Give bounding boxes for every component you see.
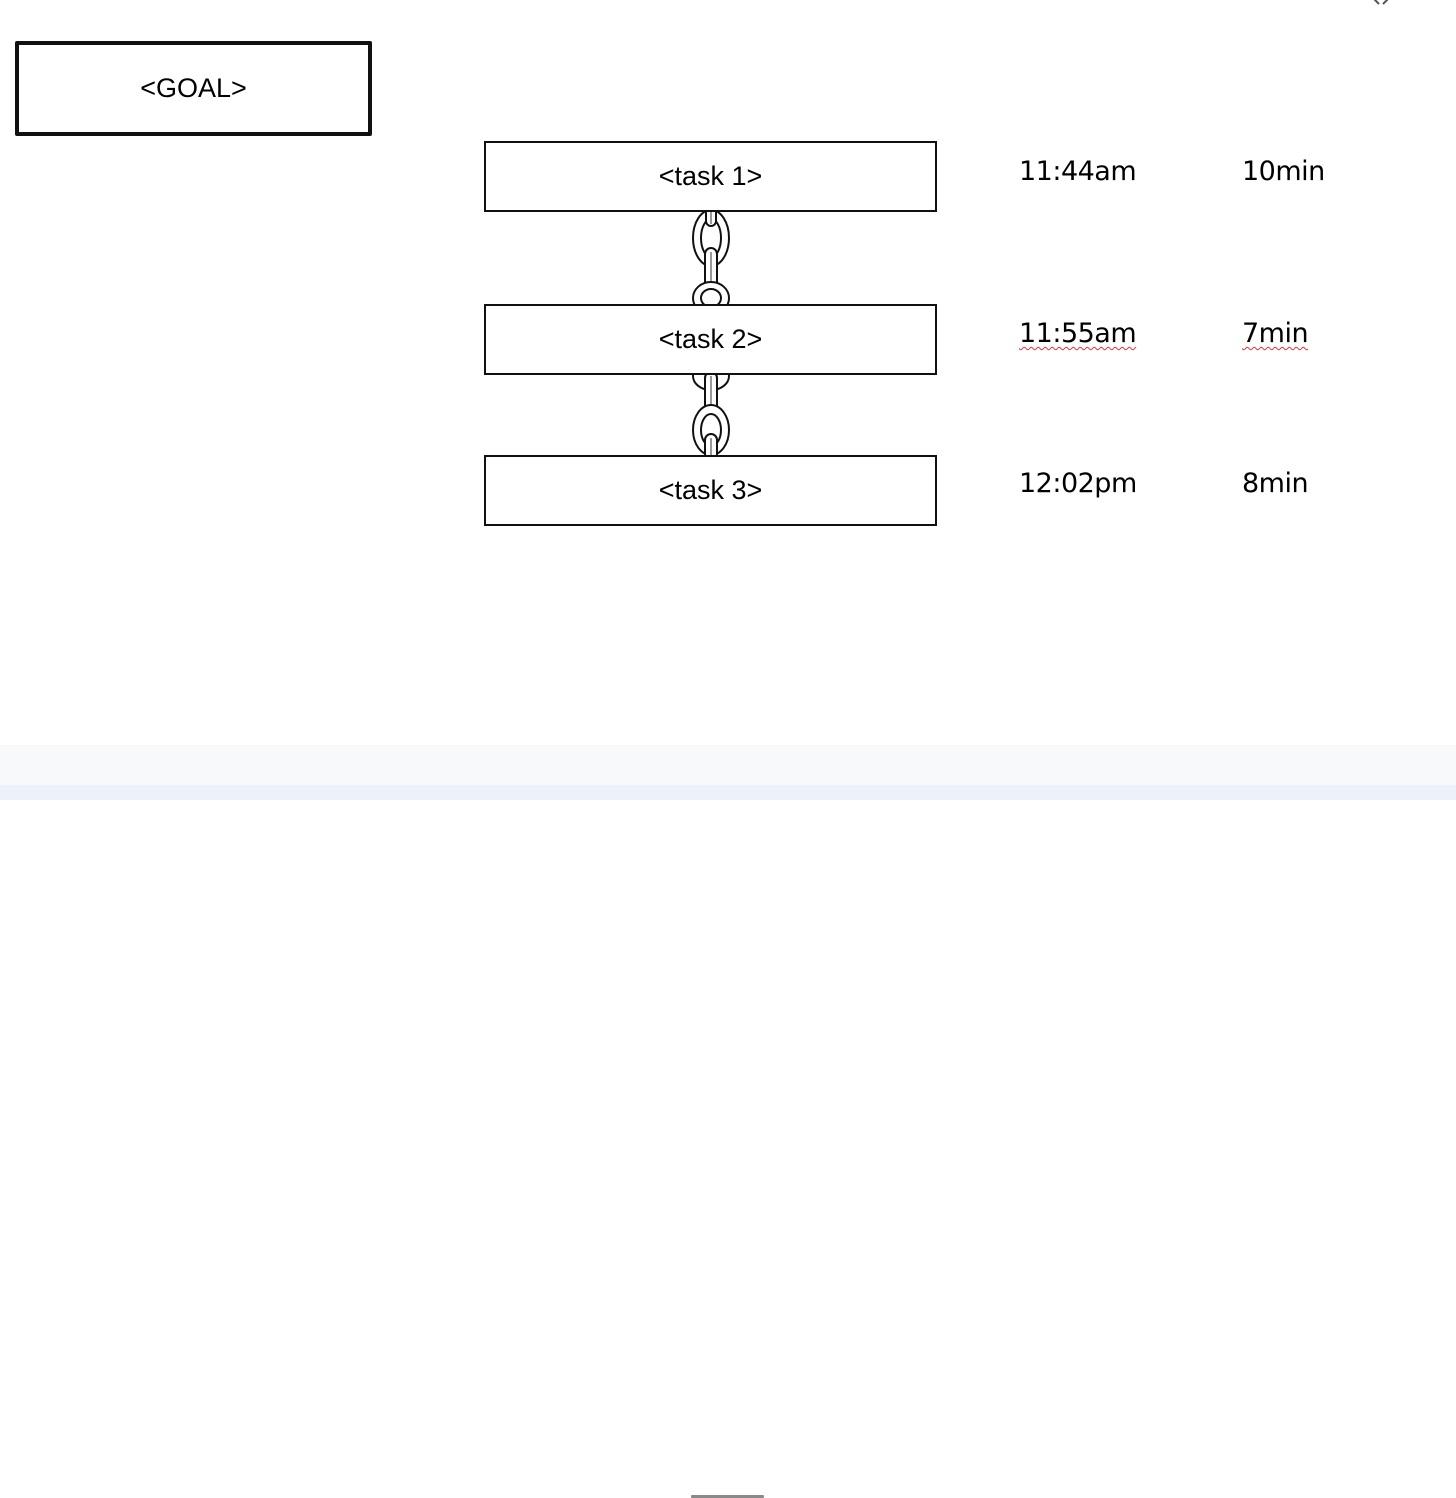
task-box-1[interactable]: <task 1> (484, 141, 937, 212)
goal-box[interactable]: <GOAL> (15, 41, 372, 136)
task-3-duration[interactable]: 8min (1242, 468, 1309, 499)
task-label: <task 2> (658, 324, 763, 354)
status-strip (0, 785, 1456, 800)
task-box-3[interactable]: <task 3> (484, 455, 937, 526)
chain-link-icon (692, 206, 730, 308)
task-2-time[interactable]: 11:55am (1019, 318, 1137, 349)
close-icon[interactable] (1366, 0, 1396, 8)
task-2-duration[interactable]: 7min (1242, 318, 1309, 349)
slide-canvas[interactable]: <GOAL> <task 1> <task 2> (0, 0, 1456, 745)
task-label: <task 3> (658, 475, 763, 505)
task-1-duration[interactable]: 10min (1242, 156, 1325, 187)
task-1-time[interactable]: 11:44am (1019, 156, 1137, 187)
chain-link-icon (692, 368, 730, 460)
notes-pane[interactable] (0, 745, 1456, 1498)
task-box-2[interactable]: <task 2> (484, 304, 937, 375)
task-3-time[interactable]: 12:02pm (1019, 468, 1137, 499)
task-label: <task 1> (658, 161, 763, 191)
goal-label: <GOAL> (140, 73, 247, 103)
